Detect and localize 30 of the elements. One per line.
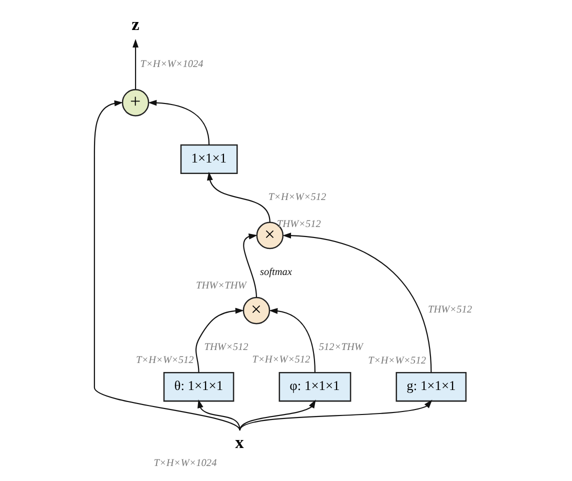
edge-label: softmax bbox=[260, 266, 292, 278]
arrow bbox=[242, 232, 257, 298]
node-box: 1×1×1 bbox=[180, 144, 238, 174]
node-circle: × bbox=[242, 296, 270, 324]
node-label: THW×THW bbox=[196, 280, 246, 292]
node-box: g: 1×1×1 bbox=[395, 371, 466, 402]
node-box: φ: 1×1×1 bbox=[278, 371, 351, 402]
node-circle: + bbox=[121, 88, 149, 116]
edge-label: THW×512 bbox=[428, 304, 472, 315]
arrow bbox=[206, 171, 270, 222]
node-text: x bbox=[234, 432, 244, 452]
arrow bbox=[132, 38, 138, 90]
arrow bbox=[148, 99, 210, 144]
node-label: T×H×W×1024 bbox=[153, 458, 216, 469]
node-label: T×H×W×512 bbox=[135, 354, 194, 366]
arrow bbox=[268, 307, 316, 372]
arrow bbox=[194, 307, 244, 372]
node-box: θ: 1×1×1 bbox=[162, 371, 234, 402]
edge-label: THW×512 bbox=[204, 342, 248, 353]
arrow bbox=[238, 399, 316, 430]
arrow bbox=[238, 399, 432, 430]
node-text: z bbox=[131, 14, 139, 34]
arrow bbox=[197, 398, 240, 430]
edge-label: T×H×W×512 bbox=[268, 191, 326, 202]
node-label: T×H×W×512 bbox=[252, 354, 310, 365]
edge-label: 512×THW bbox=[318, 342, 362, 353]
edge-label: T×H×W×1024 bbox=[140, 58, 203, 70]
node-label: T×H×W×512 bbox=[368, 355, 426, 366]
arrow bbox=[282, 232, 432, 372]
arrow bbox=[93, 100, 240, 430]
